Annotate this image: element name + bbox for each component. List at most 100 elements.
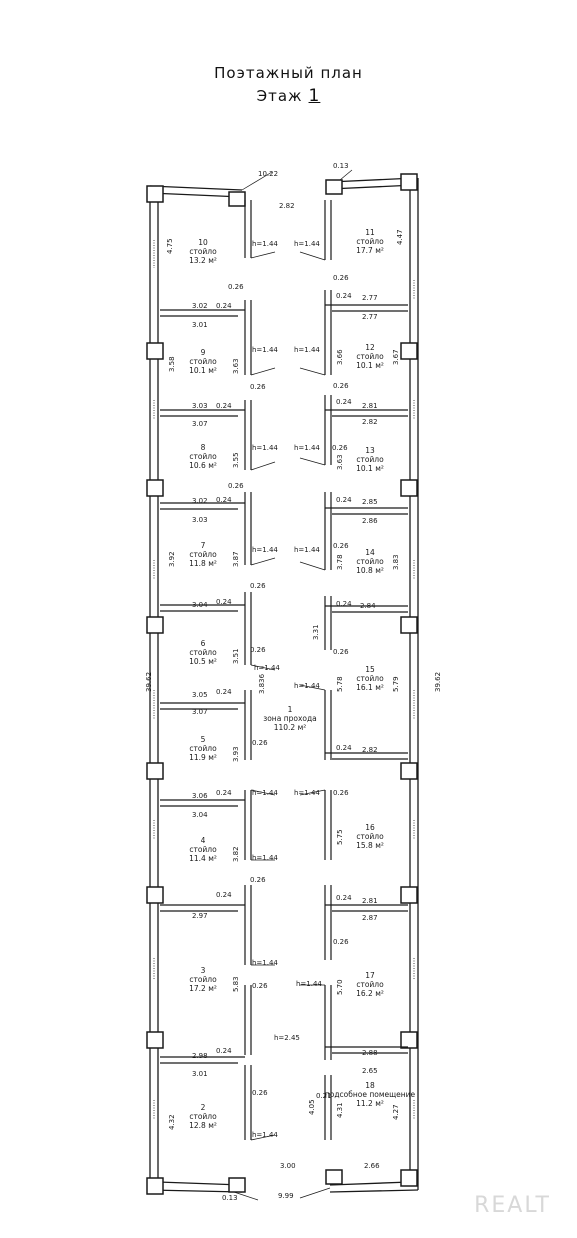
dim-label: 2.88	[362, 1049, 378, 1057]
dim-label: 0.24	[336, 496, 352, 504]
dim-label: 0.24	[216, 891, 232, 899]
dim-label: 2.81	[362, 897, 378, 905]
dim-label: h=1.44	[252, 546, 278, 554]
partitions	[160, 169, 408, 1201]
dim-label: 4.27	[392, 1104, 400, 1120]
dim-label: 3.07	[192, 708, 208, 716]
dim-label: 39.62	[145, 672, 153, 692]
dim-label: h=1.44	[252, 1131, 278, 1139]
watermark: REALT	[474, 1193, 551, 1218]
dim-label: h=1.44	[294, 240, 320, 248]
dim-label: 0.26	[333, 789, 349, 797]
dim-label: 4.05	[308, 1099, 316, 1115]
dim-label: 3.87	[232, 551, 240, 567]
dim-label: h=1.44	[294, 444, 320, 452]
dim-label: 2.81	[362, 402, 378, 410]
dim-label: 3.63	[336, 454, 344, 470]
dim-label: 0.21	[316, 1092, 332, 1100]
dim-label: 3.02	[192, 302, 208, 310]
dim-label: 3.01	[192, 1070, 208, 1078]
dim-label: 3.83	[392, 554, 400, 570]
dim-label: 2.82	[279, 202, 295, 210]
dim-label: 3.04	[192, 811, 208, 819]
dim-label: h=1.44	[294, 346, 320, 354]
dim-label: 2.82	[362, 418, 378, 426]
dim-label: 4.32	[168, 1114, 176, 1130]
dim-label: 0.24	[216, 789, 232, 797]
dim-label: 0.26	[252, 739, 268, 747]
dim-label: 0.24	[216, 302, 232, 310]
dim-label: h=1.44	[254, 664, 280, 672]
dim-label: 0.26	[333, 938, 349, 946]
dim-label: 5.70	[336, 979, 344, 995]
dim-label: 3.92	[168, 551, 176, 567]
dim-label: 0.26	[252, 1089, 268, 1097]
dim-label: h=1.44	[294, 682, 320, 690]
dim-label: 4.75	[166, 238, 174, 254]
dim-label: 0.24	[336, 398, 352, 406]
dim-label: 3.93	[232, 746, 240, 762]
dim-label: 3.02	[192, 497, 208, 505]
outer-walls	[149, 177, 419, 1193]
dim-label: h=1.44	[252, 789, 278, 797]
columns	[146, 173, 418, 1195]
dim-label: 2.66	[364, 1162, 380, 1170]
dim-label: 3.82	[232, 846, 240, 862]
dim-label: 4.47	[396, 229, 404, 245]
dim-label: 0.26	[250, 876, 266, 884]
dim-label: 3.63	[232, 358, 240, 374]
dim-label: 0.26	[228, 482, 244, 490]
dim-label: 0.24	[336, 600, 352, 608]
dim-label: h=2.45	[274, 1034, 300, 1042]
floor-number: 1	[308, 86, 321, 106]
dim-label: 10.22	[258, 170, 278, 178]
dim-label: 3.67	[392, 349, 400, 365]
dim-label: 2.77	[362, 313, 378, 321]
dim-label: h=1.44	[294, 546, 320, 554]
dim-label: 3.01	[192, 321, 208, 329]
dim-label: 0.24	[336, 292, 352, 300]
dim-label: 0.26	[250, 646, 266, 654]
dim-label: 3.58	[168, 356, 176, 372]
dim-label: 0.26	[252, 982, 268, 990]
dim-label: 0.24	[216, 1047, 232, 1055]
dim-label: 9.99	[278, 1192, 294, 1200]
dim-label: 3.66	[336, 349, 344, 365]
dim-label: h=1.44	[296, 980, 322, 988]
dim-label: 2.98	[192, 1052, 208, 1060]
dim-label: 2.85	[362, 498, 378, 506]
dim-label: 3.31	[312, 624, 320, 640]
plan-title: Поэтажный план	[214, 64, 363, 82]
dim-label: 3.55	[232, 452, 240, 468]
dim-label: 5.75	[336, 829, 344, 845]
dim-label: h=1.44	[252, 346, 278, 354]
dim-label: h=1.44	[294, 789, 320, 797]
dim-label: h=1.44	[252, 240, 278, 248]
dim-label: 0.26	[333, 542, 349, 550]
dim-label: 0.24	[336, 744, 352, 752]
dim-label: 2.86	[362, 517, 378, 525]
dim-label: 3.836	[258, 673, 266, 694]
dim-label: 0.24	[216, 598, 232, 606]
dim-label: 2.87	[362, 914, 378, 922]
dim-label: 39.62	[434, 672, 442, 692]
dim-label: 0.24	[216, 402, 232, 410]
dim-label: 0.26	[333, 382, 349, 390]
dim-label: 0.26	[333, 274, 349, 282]
dim-label: 3.07	[192, 420, 208, 428]
dim-label: h=1.44	[252, 854, 278, 862]
